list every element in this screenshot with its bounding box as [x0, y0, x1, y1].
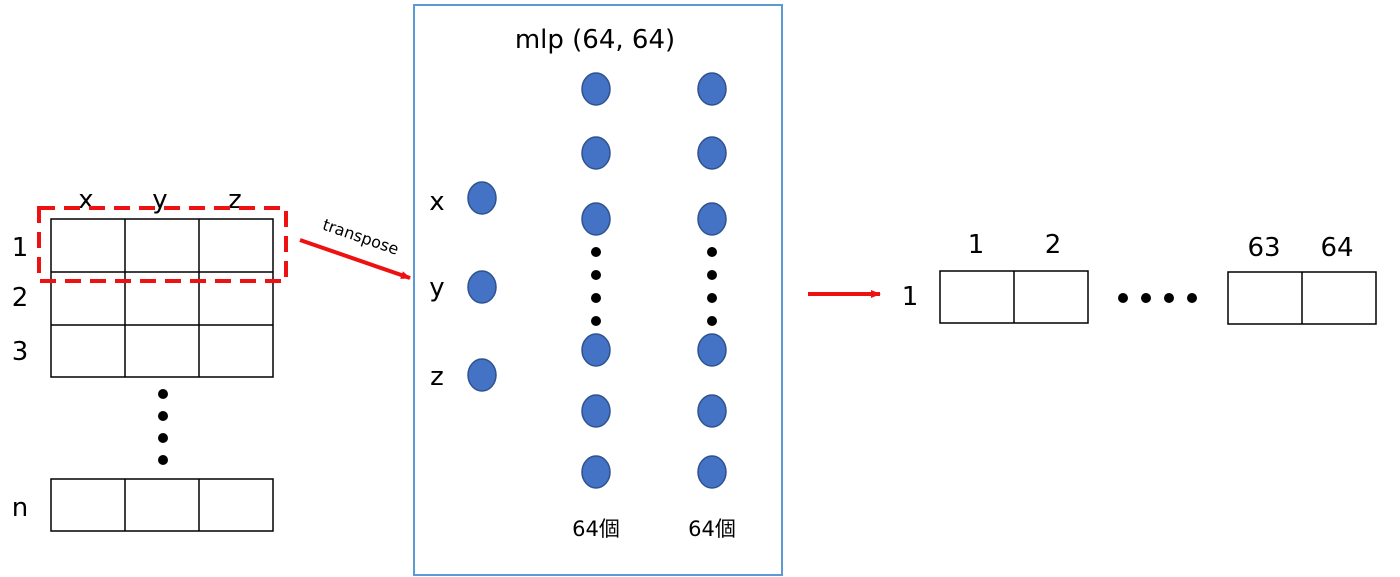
row-label-n: n [12, 493, 28, 523]
mlp-input-label-y: y [429, 273, 444, 303]
column-header-z: z [228, 185, 242, 215]
row-label-2: 2 [12, 283, 29, 313]
hidden-layer-1-ellipsis [591, 247, 601, 326]
mlp-title: mlp (64, 64) [515, 25, 675, 55]
input-node-y [467, 270, 497, 304]
transpose-arrow: transpose [299, 215, 411, 280]
row-label-3: 3 [12, 337, 29, 367]
mlp-box: mlp (64, 64) x y z [413, 4, 783, 576]
input-table-last-row [50, 478, 274, 532]
output-index-64: 64 [1320, 233, 1353, 263]
input-table: x y z 1 2 3 n [12, 185, 288, 532]
output-row-label: 1 [902, 282, 919, 312]
output-cells-left [939, 270, 1089, 324]
output-index-1: 1 [968, 230, 985, 260]
output-vector: 1 1 2 63 64 [902, 230, 1377, 325]
output-cells-right [1227, 271, 1377, 325]
output-ellipsis [1118, 293, 1197, 303]
input-table-ellipsis [158, 389, 168, 465]
first-row-highlight [37, 206, 288, 283]
column-header-x: x [78, 185, 93, 215]
layer-2-count: 64個 [688, 517, 736, 541]
hidden-layer-1-nodes [581, 72, 611, 489]
mlp-input-label-z: z [430, 362, 444, 392]
hidden-layer-2-ellipsis [707, 247, 717, 326]
hidden-layer-2-nodes [697, 72, 727, 489]
output-index-63: 63 [1247, 233, 1280, 263]
layer-1-count: 64個 [572, 517, 620, 541]
input-node-z [467, 358, 497, 392]
input-table-grid [50, 218, 274, 378]
row-label-1: 1 [12, 233, 29, 263]
input-layer-nodes [467, 181, 497, 392]
mlp-input-label-x: x [429, 187, 444, 217]
output-index-2: 2 [1045, 230, 1062, 260]
column-header-y: y [152, 185, 167, 215]
input-node-x [467, 181, 497, 215]
